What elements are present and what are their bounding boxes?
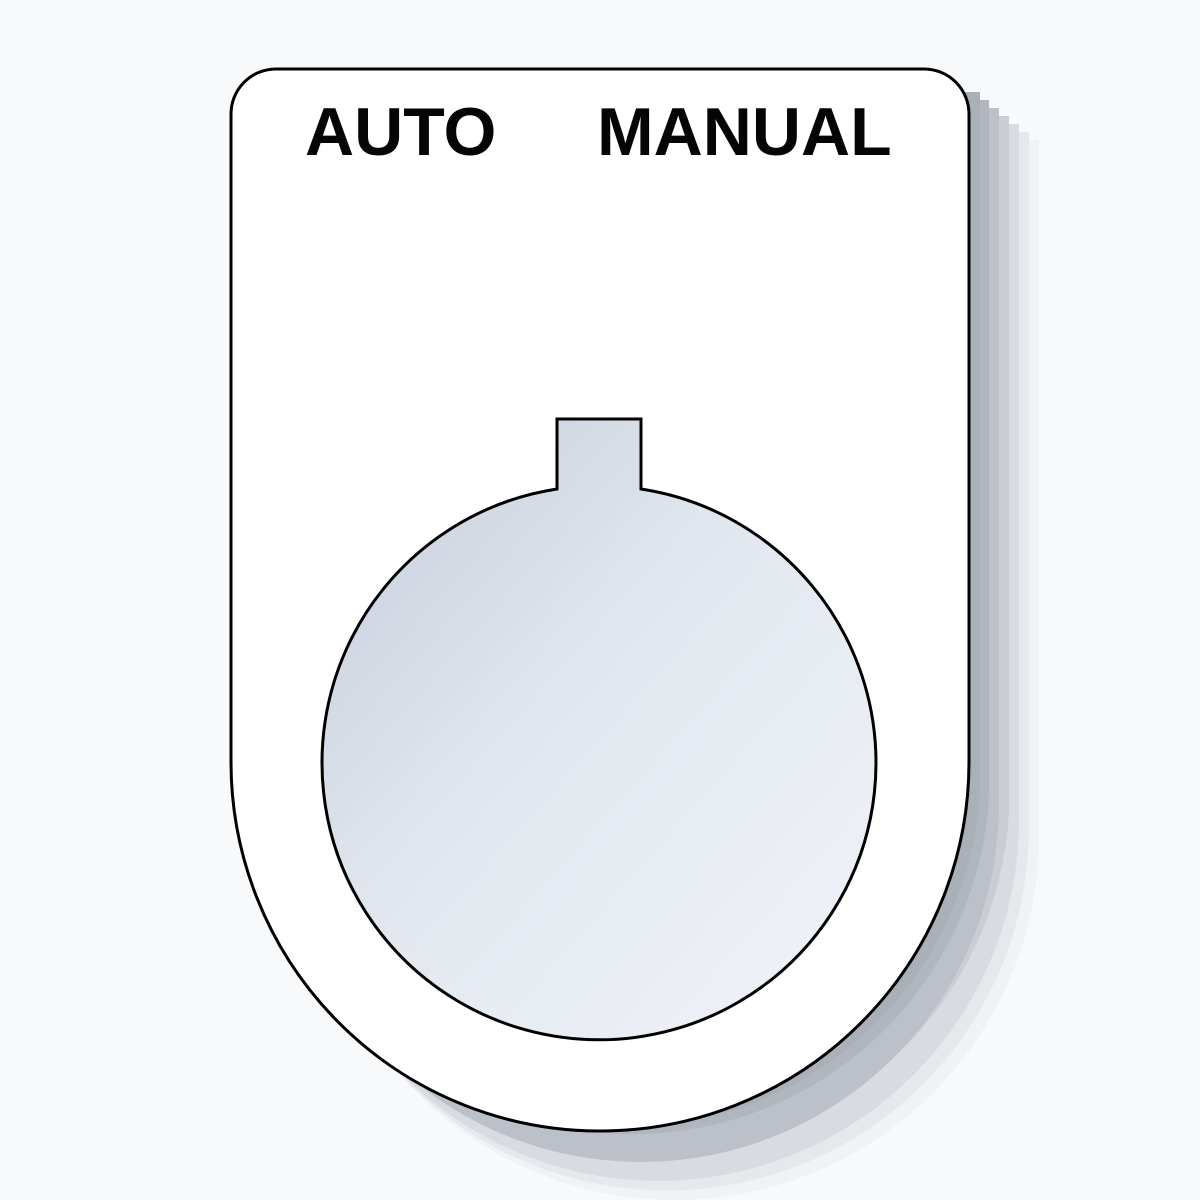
- button-cutout: [320, 417, 878, 1042]
- auto-label: AUTO: [305, 94, 497, 170]
- manual-label: MANUAL: [597, 94, 892, 170]
